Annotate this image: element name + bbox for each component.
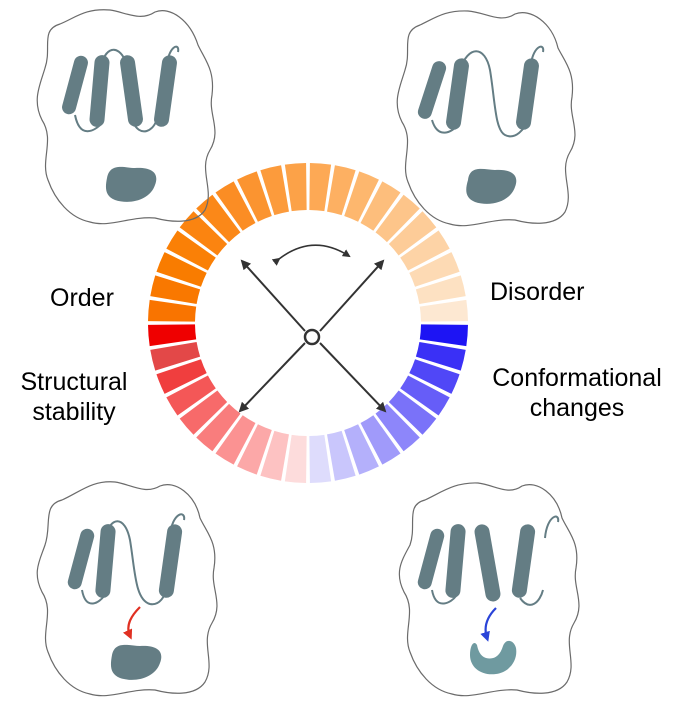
helix	[416, 59, 448, 120]
center-node	[305, 330, 319, 344]
wheel-segment	[148, 324, 196, 346]
ligand	[466, 169, 516, 204]
arrow-up-left	[242, 261, 305, 331]
label-structural: Structural stability	[4, 367, 144, 427]
protein-bottom-right	[399, 483, 579, 696]
helix	[416, 527, 446, 591]
arrow-up-right	[320, 261, 383, 331]
label-order: Order	[50, 283, 114, 313]
helix	[89, 55, 110, 128]
wheel-segment	[285, 435, 307, 483]
arrow-down-right	[320, 343, 385, 411]
helix	[60, 54, 89, 116]
wheel-segment	[420, 324, 468, 346]
center-arrows	[240, 245, 385, 411]
wheel-segment	[148, 300, 196, 322]
ligand	[106, 167, 156, 202]
helix	[153, 54, 178, 127]
helix	[445, 524, 466, 599]
blue-arrow	[486, 608, 496, 638]
wheel-segment	[420, 300, 468, 322]
helix	[66, 527, 96, 591]
protein-bottom-left	[37, 482, 217, 696]
helix	[473, 523, 501, 602]
wheel-segment	[285, 163, 307, 211]
ligand	[111, 645, 161, 680]
wheel-segment	[309, 163, 331, 211]
red-arrow	[128, 607, 140, 636]
color-wheel	[148, 163, 468, 483]
wheel-segment	[309, 435, 331, 483]
ligand-open	[470, 641, 516, 674]
helix	[119, 54, 144, 127]
protein-top-right	[397, 11, 575, 226]
helix	[158, 523, 183, 598]
label-structural-line2: stability	[4, 397, 144, 427]
label-conformational-line1: Conformational	[474, 363, 680, 393]
helix	[511, 523, 536, 598]
label-structural-line1: Structural	[4, 367, 144, 397]
label-conformational-line2: changes	[474, 393, 680, 423]
helix	[445, 57, 470, 130]
label-conformational: Conformational changes	[474, 363, 680, 423]
curved-double-arrow	[279, 245, 349, 259]
helix	[95, 524, 116, 599]
helix	[515, 57, 540, 130]
label-disorder: Disorder	[490, 277, 584, 307]
protein-top-left	[37, 10, 215, 224]
arrow-down-left	[240, 343, 305, 411]
